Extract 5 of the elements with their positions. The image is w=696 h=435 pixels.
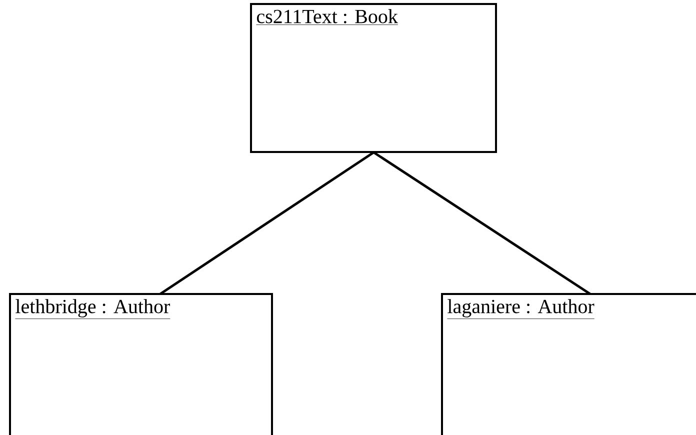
object-box: cs211Text : Book — [250, 3, 497, 153]
object-box: laganiere : Author — [441, 292, 696, 435]
association-line — [373, 151, 591, 296]
association-line — [160, 151, 374, 296]
object-box: lethbridge : Author — [9, 292, 273, 435]
